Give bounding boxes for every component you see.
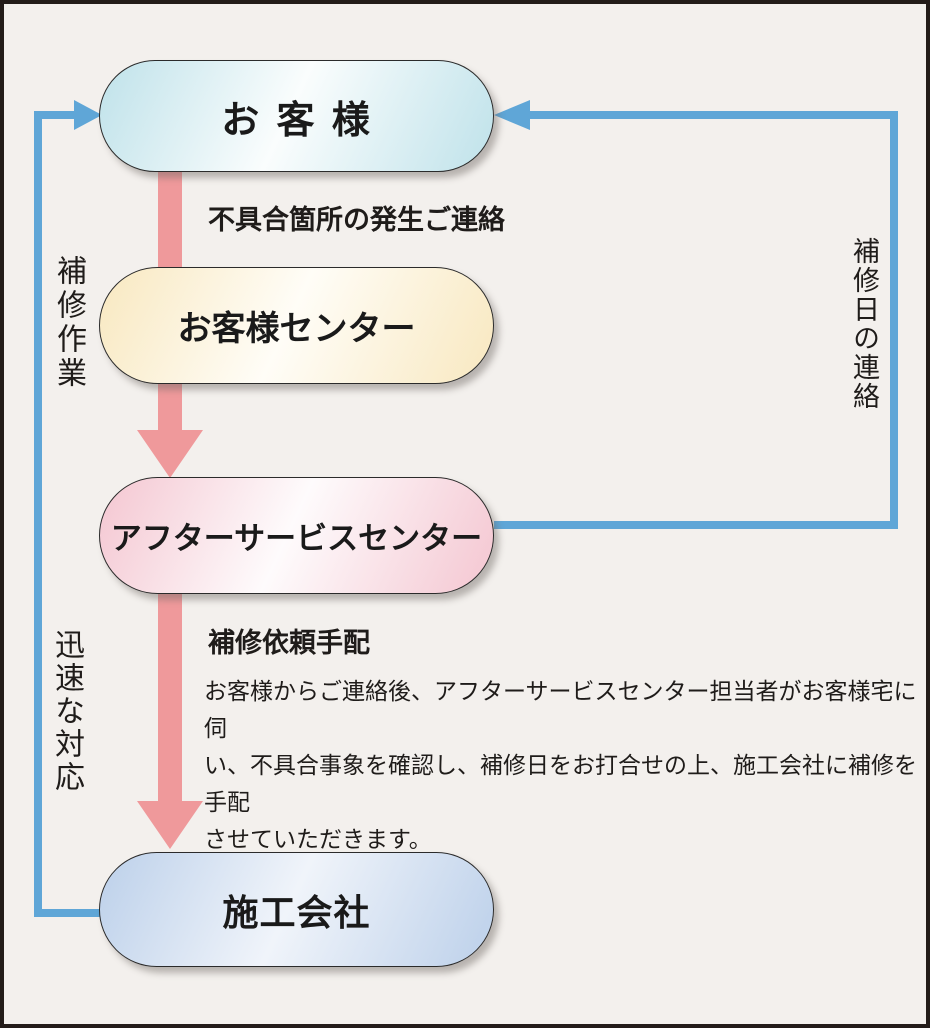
arrow-after-service-to-construction-head: [137, 801, 203, 849]
edge-label-repair-arrangement: 補修依頼手配: [208, 628, 370, 659]
arrow-after-service-to-construction-shaft: [158, 592, 182, 803]
left-return-line-bottom: [38, 909, 100, 917]
arrowhead-into-customer-right: [494, 100, 530, 130]
node-after-service-center-label: アフターサービスセンター: [110, 521, 483, 557]
process-description-line: させていただきます。: [204, 827, 432, 853]
edge-label-repair-work: 補修作業: [51, 255, 86, 391]
node-after-service-center: アフターサービスセンター: [99, 477, 494, 594]
node-construction-company-label: 施工会社: [222, 892, 371, 934]
edge-label-repair-date-contact: 補修日の連絡: [848, 237, 879, 411]
node-customer-center-label: お客様センター: [177, 309, 416, 349]
arrow-customer-to-center: [158, 170, 182, 270]
node-customer: お 客 様: [99, 60, 494, 172]
right-return-line-vertical: [890, 111, 898, 529]
process-description-line: お客様からご連絡後、アフターサービスセンター担当者がお客様宅に伺: [204, 679, 917, 742]
left-return-line-top: [38, 111, 78, 119]
arrow-center-to-after-service-shaft: [158, 382, 182, 432]
edge-label-quick-response: 迅速な対応: [49, 629, 84, 794]
right-return-line-top: [528, 111, 898, 119]
edge-label-defect-report: 不具合箇所の発生ご連絡: [208, 205, 505, 236]
node-customer-center: お客様センター: [99, 267, 494, 384]
right-return-line-bottom: [494, 521, 898, 529]
node-construction-company: 施工会社: [99, 852, 494, 967]
arrowhead-into-customer-left: [74, 100, 102, 130]
node-customer-label: お 客 様: [221, 97, 372, 142]
process-description-line: い、不具合事象を確認し、補修日をお打合せの上、施工会社に補修を手配: [204, 753, 917, 816]
arrow-center-to-after-service-head: [137, 430, 203, 478]
left-return-line-vertical: [34, 111, 42, 917]
process-description: お客様からご連絡後、アフターサービスセンター担当者がお客様宅に伺 い、不具合事象…: [204, 674, 924, 859]
